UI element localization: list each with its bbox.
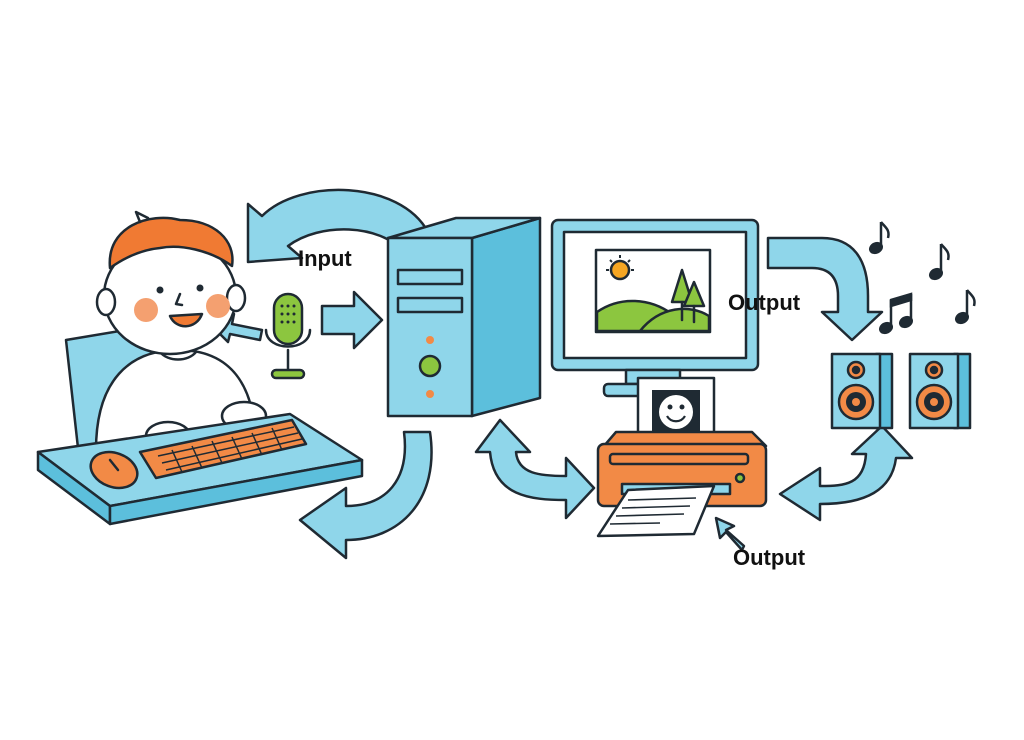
arrow-monitor-to-speakers: [766, 236, 884, 342]
music-note-icon: [868, 221, 890, 255]
speaker-icon: [908, 352, 972, 430]
music-note-icon: [954, 289, 976, 325]
mouse-icon: [89, 450, 139, 490]
arrow-tower-printer: [474, 418, 596, 520]
printer-icon: [596, 376, 768, 538]
microphone-icon: [264, 292, 312, 380]
landscape-image-icon: [594, 248, 712, 334]
arrow-to-paper: [714, 516, 746, 552]
arrow-tower-to-desk: [298, 430, 433, 560]
arrow-mic-to-tower: [320, 290, 384, 350]
music-note-icon: [878, 292, 914, 335]
output-label-monitor: Output: [728, 290, 801, 315]
output-label-printer: Output: [733, 545, 806, 570]
music-note-icon: [928, 243, 950, 281]
speaker-icon: [830, 352, 894, 430]
keyboard-icon: [138, 418, 308, 480]
input-label: Input: [298, 246, 352, 271]
arrow-tower-to-person: [246, 188, 430, 264]
computer-tower-icon: [386, 216, 542, 418]
arrow-speakers-printer: [778, 424, 914, 522]
